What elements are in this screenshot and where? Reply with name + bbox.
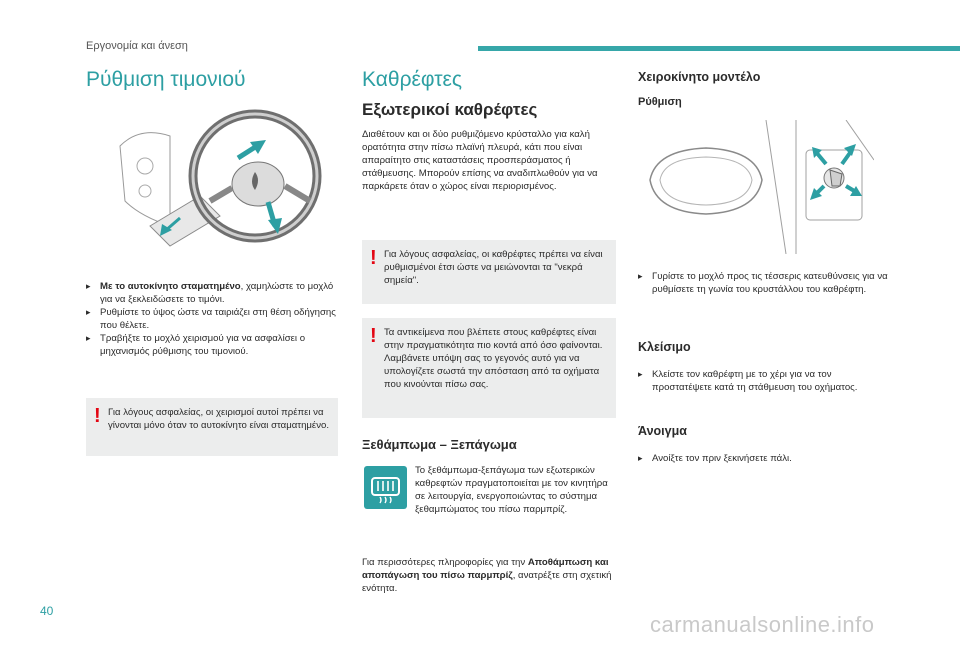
steering-instructions: ▸Με το αυτοκίνητο σταματημένο, χαμηλώστε… — [86, 280, 338, 358]
warning-icon: ! — [370, 325, 377, 347]
bullet-icon: ▸ — [86, 333, 91, 343]
warning-icon: ! — [370, 247, 377, 269]
bullet-icon: ▸ — [86, 281, 91, 291]
steering-wheel-illustration — [110, 106, 330, 256]
mirrors-title: Καθρέφτες — [362, 68, 462, 91]
list-item: ▸Ρυθμίστε το ύψος ώστε να ταιριάζει στη … — [86, 307, 336, 331]
list-item: ▸Ανοίξτε τον πριν ξεκινήσετε πάλι. — [638, 453, 792, 464]
bullet-icon: ▸ — [86, 307, 91, 317]
mirrors-warning-box-2: ! Τα αντικείμενα που βλέπετε στους καθρέ… — [362, 318, 616, 418]
list-item: ▸Κλείστε τον καθρέφτη με το χέρι για να … — [638, 369, 858, 393]
unfold-instructions: ▸Ανοίξτε τον πριν ξεκινήσετε πάλι. — [638, 452, 888, 465]
warning-icon: ! — [94, 405, 101, 427]
mirrors-intro: Διαθέτουν και οι δύο ρυθμιζόμενο κρύσταλ… — [362, 129, 598, 192]
adjustment-instructions: ▸Γυρίστε το μοχλό προς τις τέσσερις κατε… — [638, 270, 888, 296]
watermark: carmanualsonline.info — [650, 612, 875, 637]
bullet-icon: ▸ — [638, 453, 643, 463]
defrost-title: Ξεθάμπωμα – Ξεπάγωμα — [362, 437, 517, 452]
list-item: ▸Τραβήξτε το μοχλό χειρισμού για να ασφα… — [86, 333, 306, 357]
manual-model-title: Χειροκίνητο μοντέλο — [638, 70, 761, 84]
section-header: Εργονομία και άνεση — [86, 40, 188, 52]
section-accent-bar — [478, 46, 960, 51]
more-info-text: Για περισσότερες πληροφορίες για την Απο… — [362, 557, 612, 594]
fold-instructions: ▸Κλείστε τον καθρέφτη με το χέρι για να … — [638, 368, 888, 394]
fold-title: Κλείσιμο — [638, 340, 691, 354]
steering-title: Ρύθμιση τιμονιού — [86, 68, 246, 91]
steering-warning-box: ! Για λόγους ασφαλείας, οι χειρισμοί αυτ… — [86, 398, 338, 456]
bullet-icon: ▸ — [638, 369, 643, 379]
rear-defrost-icon — [364, 466, 407, 509]
adjustment-title: Ρύθμιση — [638, 96, 682, 108]
page-number: 40 — [40, 604, 54, 618]
bullet-icon: ▸ — [638, 271, 643, 281]
defrost-text: Το ξεθάμπωμα-ξεπάγωμα των εξωτερικών καθ… — [415, 465, 608, 515]
unfold-title: Άνοιγμα — [638, 424, 687, 438]
exterior-mirrors-title: Εξωτερικοί καθρέφτες — [362, 100, 538, 119]
mirror-control-illustration — [646, 120, 874, 254]
mirrors-warning-box-1: ! Για λόγους ασφαλείας, οι καθρέφτες πρέ… — [362, 240, 616, 304]
list-item: ▸Με το αυτοκίνητο σταματημένο, χαμηλώστε… — [86, 281, 334, 305]
list-item: ▸Γυρίστε το μοχλό προς τις τέσσερις κατε… — [638, 271, 888, 295]
